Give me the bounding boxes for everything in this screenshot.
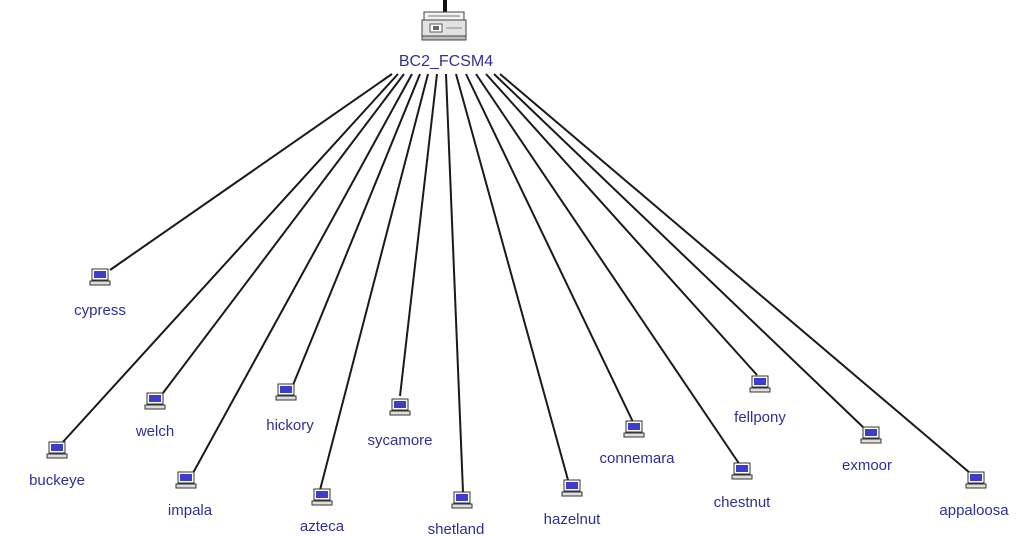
node-azteca[interactable]: azteca xyxy=(300,488,345,535)
link-appaloosa xyxy=(499,73,971,474)
network-switch-icon xyxy=(421,11,467,41)
computer-icon xyxy=(89,268,111,286)
computer-icon xyxy=(275,383,297,401)
hub-label: BC2_FCSM4 xyxy=(399,53,493,70)
computer-icon xyxy=(311,488,333,506)
link-cypress xyxy=(109,73,393,271)
node-buckeye[interactable]: buckeye xyxy=(29,441,85,489)
link-shetland xyxy=(445,73,464,493)
node-label-hickory: hickory xyxy=(266,417,314,434)
node-label-impala: impala xyxy=(168,502,213,519)
node-appaloosa[interactable]: appaloosa xyxy=(939,471,1009,519)
node-welch[interactable]: welch xyxy=(135,392,174,440)
computer-icon xyxy=(623,420,645,438)
node-label-welch: welch xyxy=(135,423,174,440)
link-connemara xyxy=(465,73,634,423)
node-label-cypress: cypress xyxy=(74,302,126,319)
link-chestnut xyxy=(475,73,741,466)
node-shetland[interactable]: shetland xyxy=(428,491,485,538)
node-connemara[interactable]: connemara xyxy=(599,420,675,467)
node-label-appaloosa: appaloosa xyxy=(939,502,1009,519)
node-label-connemara: connemara xyxy=(599,450,675,467)
link-hickory xyxy=(292,73,421,386)
computer-icon xyxy=(965,471,987,489)
link-impala xyxy=(192,73,413,474)
node-label-shetland: shetland xyxy=(428,521,485,538)
node-hazelnut[interactable]: hazelnut xyxy=(544,479,602,528)
node-sycamore[interactable]: sycamore xyxy=(367,398,433,449)
node-exmoor[interactable]: exmoor xyxy=(842,426,892,474)
node-label-chestnut: chestnut xyxy=(714,494,772,511)
link-buckeye xyxy=(61,73,399,444)
node-chestnut[interactable]: chestnut xyxy=(714,462,772,511)
computer-icon xyxy=(389,398,411,416)
link-exmoor xyxy=(493,73,865,429)
node-cypress[interactable]: cypress xyxy=(74,268,126,319)
computer-icon xyxy=(749,375,771,393)
link-sycamore xyxy=(399,73,438,397)
computer-icon xyxy=(731,462,753,480)
computer-icon xyxy=(860,426,882,444)
link-fellpony xyxy=(485,73,758,376)
computer-icon xyxy=(561,479,583,497)
hub-switch[interactable]: BC2_FCSM4 xyxy=(399,0,493,70)
node-fellpony[interactable]: fellpony xyxy=(734,375,786,426)
hub-cable xyxy=(443,0,447,12)
node-label-hazelnut: hazelnut xyxy=(544,511,602,528)
node-impala[interactable]: impala xyxy=(168,471,213,519)
node-label-sycamore: sycamore xyxy=(367,432,432,449)
computer-icon xyxy=(46,441,68,459)
link-welch xyxy=(162,73,405,394)
computer-icon xyxy=(175,471,197,489)
link-hazelnut xyxy=(455,73,569,481)
computer-icon xyxy=(451,491,473,509)
node-label-buckeye: buckeye xyxy=(29,472,85,489)
computer-icon xyxy=(144,392,166,410)
node-label-azteca: azteca xyxy=(300,518,345,535)
link-azteca xyxy=(319,73,429,491)
host-nodes: cypress buckeye welch impa xyxy=(29,268,1009,538)
connection-lines xyxy=(61,73,971,493)
node-label-fellpony: fellpony xyxy=(734,409,786,426)
node-label-exmoor: exmoor xyxy=(842,457,892,474)
node-hickory[interactable]: hickory xyxy=(266,383,314,434)
